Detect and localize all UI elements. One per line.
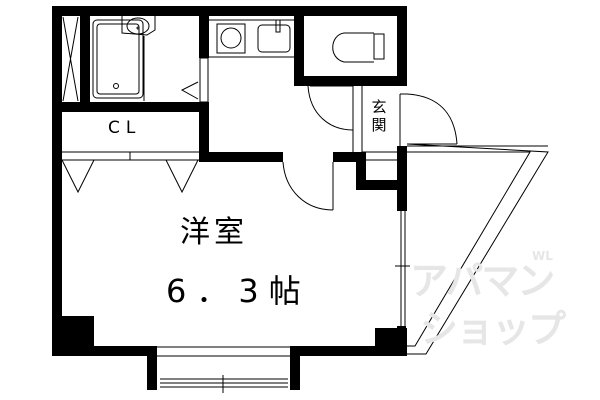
entrance-label-top: 玄 — [371, 98, 387, 116]
room-size-label: 6．3帖 — [166, 272, 311, 310]
watermark-line1: アパマン — [410, 259, 555, 303]
watermark-small: WL — [532, 249, 553, 263]
closet-label: CL — [108, 118, 142, 138]
thin-lines — [61, 16, 549, 393]
walls — [52, 6, 407, 390]
watermark-line2: ショップ — [420, 307, 566, 351]
entrance-label: 玄 関 — [371, 98, 387, 134]
room-name-label: 洋室 — [180, 215, 248, 250]
entrance-label-bottom: 関 — [371, 116, 387, 134]
